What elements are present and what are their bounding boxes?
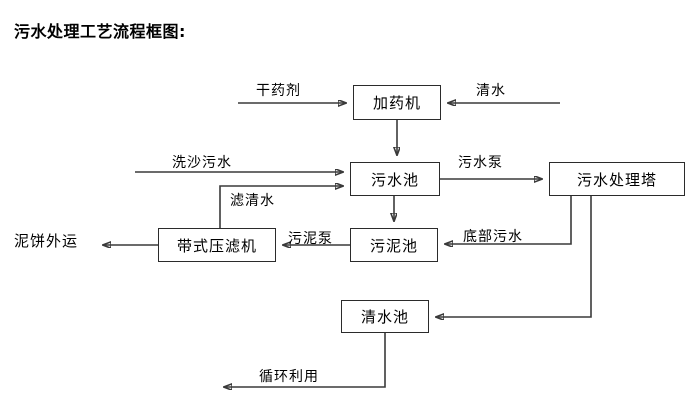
edge-label-sand-wash-water: 洗沙污水 <box>172 155 232 171</box>
edge-label-sludge-pump: 污泥泵 <box>288 231 333 247</box>
edge-label-filtrate-water: 滤清水 <box>230 193 275 209</box>
node-treatment-tower[interactable]: 污水处理塔 <box>549 162 685 196</box>
node-dosing-machine[interactable]: 加药机 <box>353 85 441 120</box>
edge-label-bottom-sewage: 底部污水 <box>463 229 523 245</box>
page-title: 污水处理工艺流程框图: <box>14 22 186 41</box>
node-belt-filter-press[interactable]: 带式压滤机 <box>158 228 276 262</box>
edge-label-recycle-use: 循环利用 <box>259 369 319 385</box>
edge-label-clean-water-inlet: 清水 <box>476 83 506 99</box>
node-sewage-pool[interactable]: 污水池 <box>350 162 440 196</box>
terminal-label-mud-cake-out: 泥饼外运 <box>14 232 79 250</box>
node-sludge-pool[interactable]: 污泥池 <box>350 228 438 262</box>
edge-label-dry-reagent: 干药剂 <box>256 83 301 99</box>
edge-label-sewage-pump: 污水泵 <box>458 155 503 171</box>
edge-tower-to-clean-water-pool <box>436 196 592 317</box>
node-clean-water-pool[interactable]: 清水池 <box>341 300 429 333</box>
